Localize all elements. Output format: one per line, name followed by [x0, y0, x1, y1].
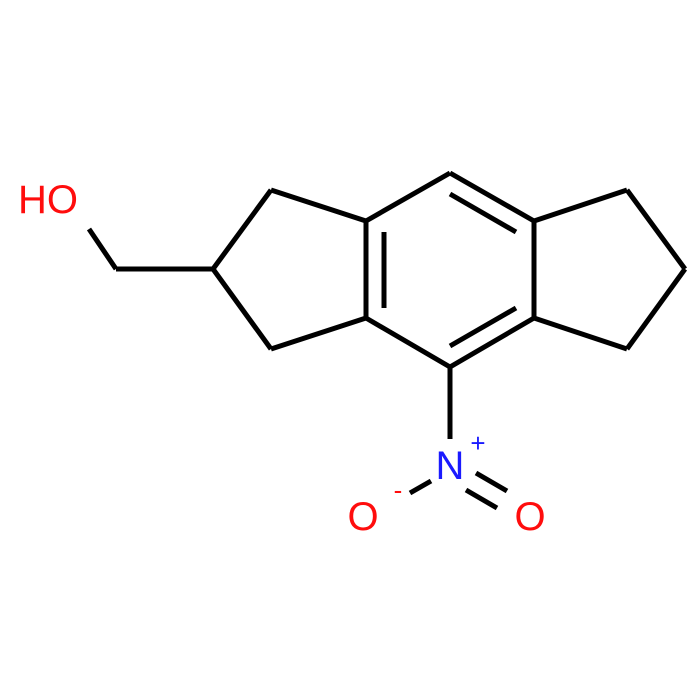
oxygen-right-label: O [514, 495, 545, 539]
bond-c7a-c8 [364, 170, 452, 224]
bond-c6-c5 [624, 267, 688, 351]
nitrogen-charge-label: + [470, 428, 485, 458]
bond-n-o-right-b [464, 487, 499, 511]
bond-ho-ch2 [86, 227, 119, 271]
bond-c2-c1 [210, 188, 274, 271]
oxygen-left-label: O [347, 495, 378, 539]
bond-c8-c8a [448, 170, 536, 224]
bond-c4a-c4 [448, 315, 536, 370]
bond-c2-c3 [210, 267, 274, 351]
oxygen-left-charge-label: - [394, 475, 403, 505]
bond-c4-c3a [364, 315, 452, 370]
atom-labels: HO N + O - O [18, 178, 546, 539]
bond-c1-c7a [270, 187, 367, 224]
bond-c8-c8a-inner [448, 191, 518, 235]
bond-n-o-left [408, 478, 433, 496]
bonds [86, 170, 688, 511]
bond-c8a-c7 [533, 187, 628, 224]
bond-n-o-right-a [474, 470, 509, 494]
bond-c3-c3a [270, 315, 367, 352]
bond-c7-c6 [624, 188, 688, 271]
nitrogen-label: N [436, 444, 465, 488]
bond-c4a-c4-inner [448, 305, 518, 349]
bond-c5-c4a [533, 315, 628, 352]
hydroxyl-label: HO [18, 178, 78, 222]
